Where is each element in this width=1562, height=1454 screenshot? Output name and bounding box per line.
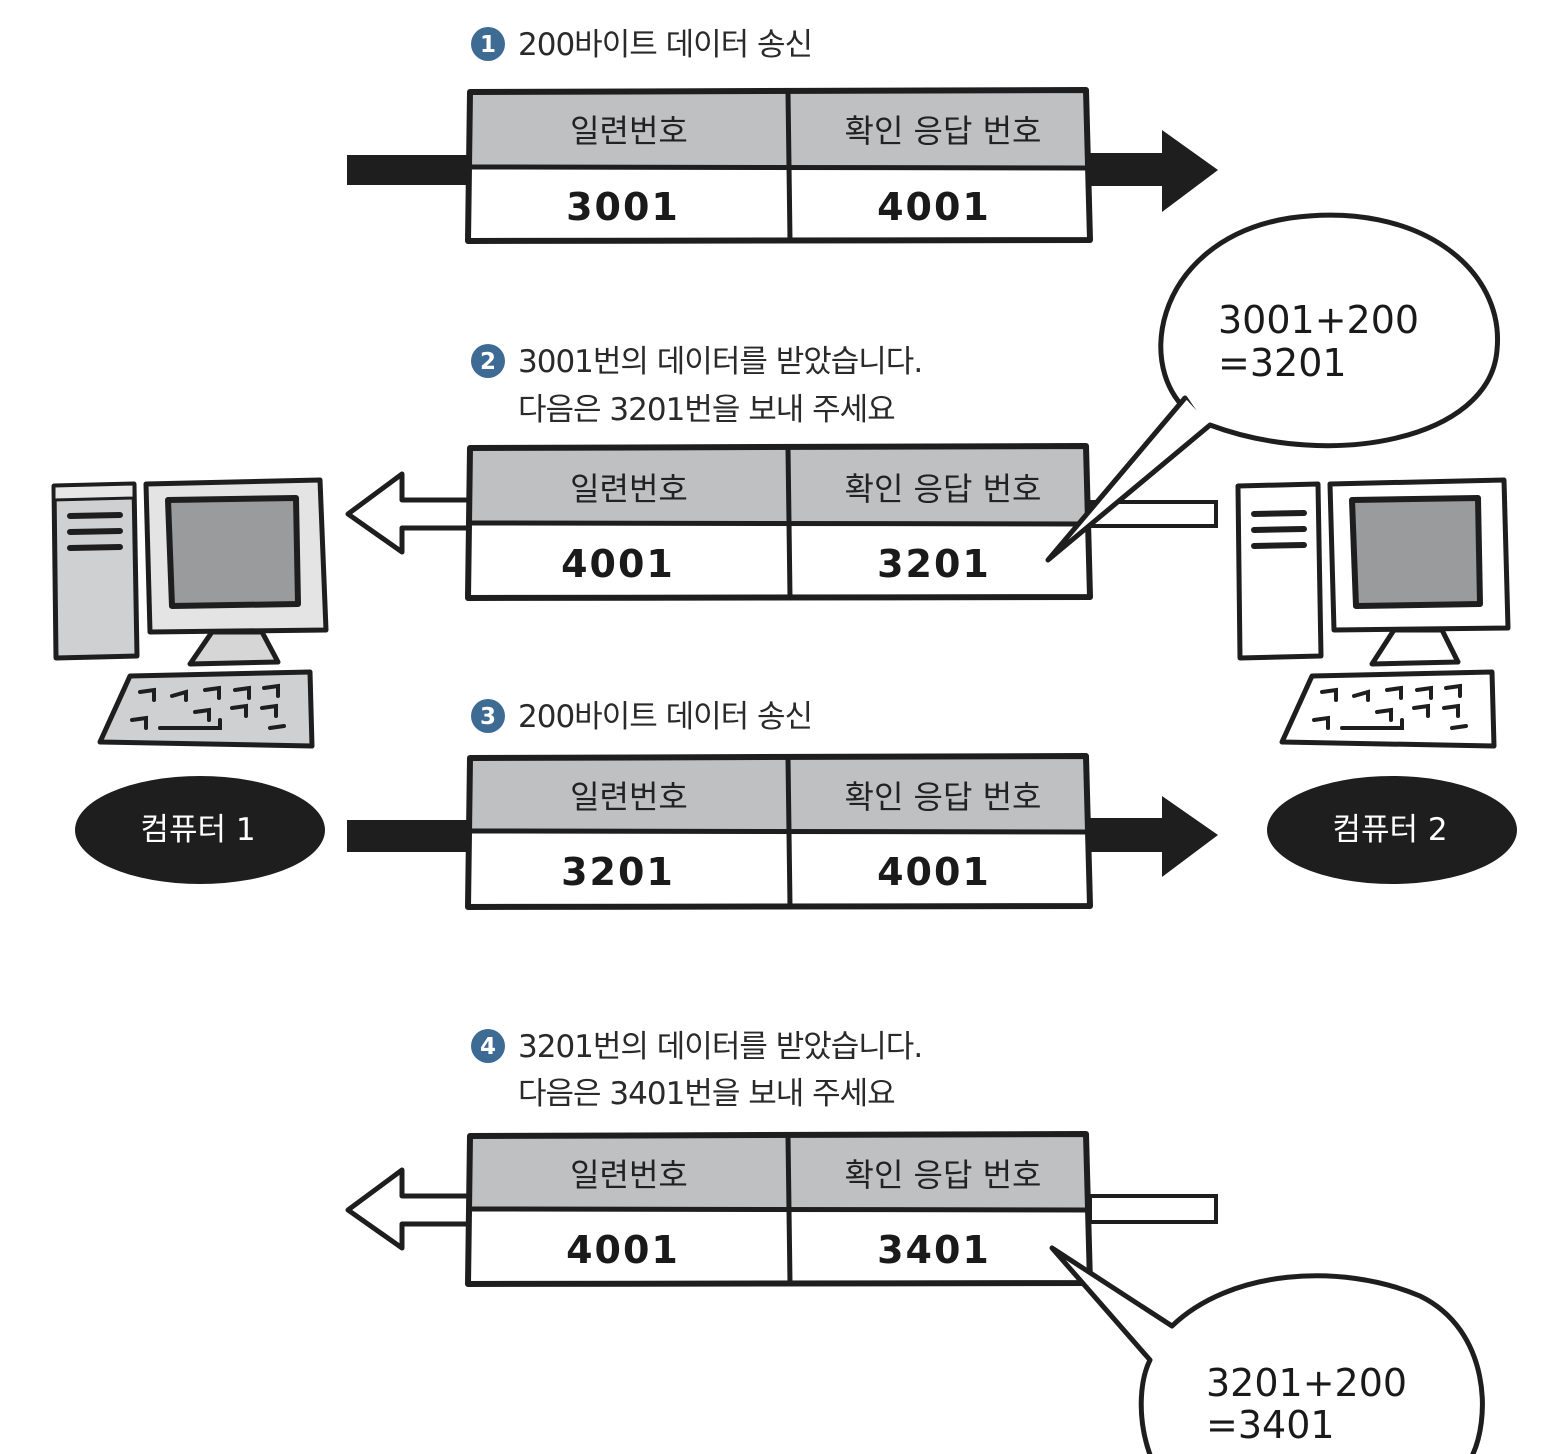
step-2-seq-value: 4001 <box>561 542 675 586</box>
step-4-arrow-left <box>1088 1194 1218 1224</box>
desktop-computer-icon <box>1235 477 1511 749</box>
computer-2-label-badge <box>1267 776 1517 884</box>
step-4-header-ack: 확인 응답 번호 <box>845 1156 1042 1194</box>
bubble-1: 3001+200 =3201 <box>1045 212 1500 563</box>
step-1-seq-value: 3001 <box>566 185 680 229</box>
step-2-caption-line-1: 3001번의 데이터를 받았습니다. <box>518 344 922 380</box>
step-1-header-ack: 확인 응답 번호 <box>845 112 1042 150</box>
step-4-header-seq: 일련번호 <box>570 1156 688 1194</box>
step-1-arrow-right <box>347 155 470 185</box>
computer-2-label: 컴퓨터 2 <box>1332 812 1447 848</box>
step-2-ack-value: 3201 <box>877 542 991 586</box>
step-1-arrow-right-head <box>1088 130 1218 212</box>
step-3-header-seq: 일련번호 <box>570 778 688 816</box>
step-2-header-ack: 확인 응답 번호 <box>845 470 1042 508</box>
step-1-badge <box>471 27 505 61</box>
step-4-badge-number: 4 <box>480 1034 496 1060</box>
step-3-arrow-right-head <box>1088 796 1218 877</box>
desktop-computer-icon <box>51 477 329 749</box>
step-1-packet <box>465 87 1093 244</box>
step-4-packet <box>465 1131 1093 1287</box>
step-2-packet <box>465 443 1093 601</box>
step-2-badge-number: 2 <box>480 349 496 375</box>
step-4-ack-value: 3401 <box>877 1228 991 1272</box>
step-1: 1 200바이트 데이터 송신 일련번호 확인 응답 번호 3001 4001 <box>347 27 1218 244</box>
step-1-badge-number: 1 <box>480 32 496 58</box>
step-4-caption-line-1: 3201번의 데이터를 받았습니다. <box>518 1029 922 1065</box>
step-1-caption: 200바이트 데이터 송신 <box>518 27 812 63</box>
computer-1: 컴퓨터 1 <box>51 477 329 884</box>
step-4-seq-value: 4001 <box>566 1228 680 1272</box>
step-3-arrow-right <box>347 820 470 852</box>
step-3-packet <box>465 753 1093 910</box>
step-2: 2 3001번의 데이터를 받았습니다. 다음은 3201번을 보내 주세요 일… <box>345 344 1218 601</box>
computer-2: 컴퓨터 2 <box>1235 477 1517 884</box>
step-3-ack-value: 4001 <box>877 850 991 894</box>
step-3-header-ack: 확인 응답 번호 <box>845 778 1042 816</box>
bubble-2-line-2: =3401 <box>1206 1403 1335 1447</box>
step-4-badge <box>471 1029 505 1063</box>
step-1-ack-value: 4001 <box>877 185 991 229</box>
computer-1-label: 컴퓨터 1 <box>140 812 255 848</box>
bubble-1-line-1: 3001+200 <box>1218 298 1419 342</box>
bubble-2-line-1: 3201+200 <box>1206 1361 1407 1405</box>
step-4: 4 3201번의 데이터를 받았습니다. 다음은 3401번을 보내 주세요 일… <box>345 1029 1218 1287</box>
step-2-badge <box>471 344 505 378</box>
bubble-1-tail <box>1045 396 1212 563</box>
computer-1-label-badge <box>75 776 325 884</box>
step-2-caption-line-2: 다음은 3201번을 보내 주세요 <box>518 392 895 428</box>
bubble-2: 3201+200 =3401 <box>1049 1245 1485 1454</box>
step-3-caption: 200바이트 데이터 송신 <box>518 699 812 735</box>
step-3-badge <box>471 699 505 733</box>
step-3: 3 200바이트 데이터 송신 일련번호 확인 응답 번호 3201 4001 <box>347 699 1218 910</box>
bubble-1-line-2: =3201 <box>1218 341 1347 385</box>
step-4-arrow-left-head <box>345 1167 473 1251</box>
step-1-header-seq: 일련번호 <box>570 112 688 150</box>
step-2-header-seq: 일련번호 <box>570 470 688 508</box>
step-3-seq-value: 3201 <box>561 850 675 894</box>
step-3-badge-number: 3 <box>480 704 496 730</box>
step-2-arrow-left-head <box>345 471 473 555</box>
step-4-caption-line-2: 다음은 3401번을 보내 주세요 <box>518 1076 895 1112</box>
